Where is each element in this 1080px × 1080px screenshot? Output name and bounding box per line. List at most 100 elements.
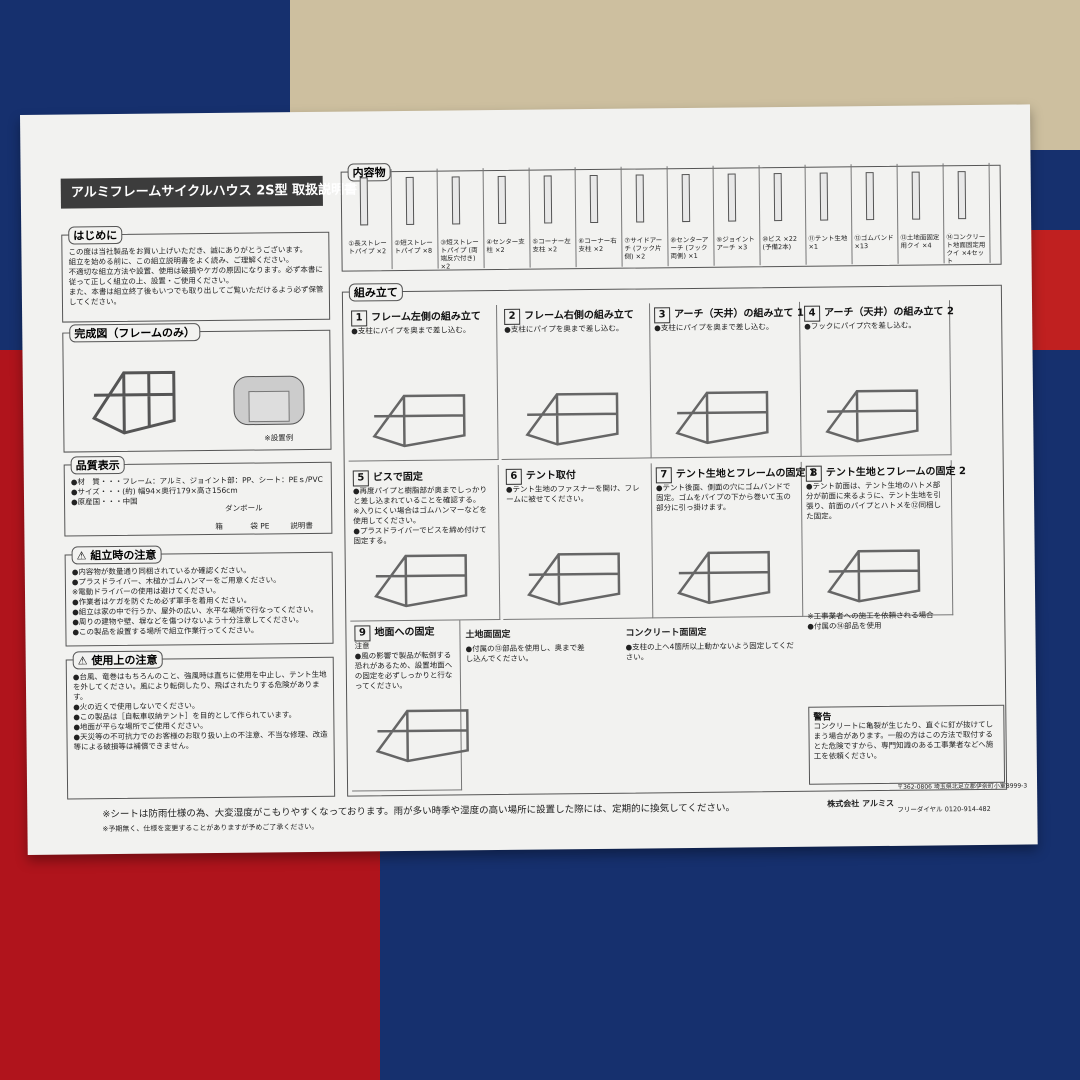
step-illustration (675, 390, 769, 445)
step-number: 9 (354, 625, 371, 642)
part-illustration-icon (727, 173, 737, 222)
step-title-text: フレーム左側の組み立て (371, 311, 481, 324)
quality-text: ●材 質・・・フレーム：アルミ、ジョイント部：PP、シート：PEｓ/PVC ●サ… (70, 474, 323, 507)
part-illustration-icon (359, 177, 369, 226)
part-illustration-icon (773, 173, 783, 222)
recycle-icon-manual: 説明書 (290, 520, 313, 531)
assembly-heading: 組み立て (348, 283, 403, 302)
caution-assembly-title: 組立時の注意 (90, 548, 157, 563)
frame-sketch (825, 389, 919, 443)
instruction-sheet: アルミフレームサイクルハウス 2S型 取扱説明書 はじめに この度は当社製品をお… (20, 104, 1038, 855)
red-mat-right (1030, 230, 1080, 350)
company-address: 〒362-0806 埼玉県北足立郡伊奈町小室8999-3 (897, 782, 1028, 791)
caution-assembly-text: ●内容物が数量通り同梱されているか確認ください。 ●プラスドライバー、木槌かゴム… (71, 565, 319, 637)
part-illustration-icon (681, 173, 691, 223)
quality-panel: 品質表示 ●材 質・・・フレーム：アルミ、ジョイント部：PP、シート：PEｓ/P… (63, 455, 333, 537)
part-label: ③短ストレートパイプ (両端反穴付き) ×2 (440, 238, 479, 271)
frame-sketch (375, 709, 469, 763)
caution-use-heading: ⚠ 使用上の注意 (72, 650, 163, 670)
content-part: ⑥コーナー右支柱 ×2 (575, 166, 623, 268)
part-label: ⑥コーナー右支柱 ×2 (578, 236, 617, 254)
content-part: ⑫ゴムバンド ×13 (851, 163, 899, 265)
part-illustration-icon (957, 171, 967, 220)
part-label: ⑬土地面固定用クイ ×4 (900, 233, 940, 250)
sub-b-label: コンクリート面固定 (625, 627, 707, 639)
step-illustration (374, 554, 468, 608)
frame-sketch (527, 552, 621, 606)
sub-b-text: ●支柱の上へ4箇所以上動かないよう固定してください。 (625, 640, 794, 662)
quality-heading: 品質表示 (70, 455, 125, 475)
step-illustration (372, 394, 466, 448)
step-title-text: ビスで固定 (372, 471, 423, 484)
sub-a-label: 土地面固定 (465, 629, 511, 641)
caution-use-text: ●台風、竜巻はもちろんのこと、強風時は直ちに使用を中止し、テント生地を外してくだ… (72, 669, 328, 752)
step-title-text: アーチ（天井）の組み立て 2 (824, 306, 955, 319)
part-illustration-icon (911, 171, 921, 220)
step-text: ●支柱にパイプを奥まで差し込む。 (504, 323, 624, 334)
contractor-note: ※工事業者への施工を依頼される場合 ●付属の⑭部品を使用 (807, 610, 934, 631)
frame-sketch (827, 549, 921, 603)
part-illustration-icon (497, 175, 507, 224)
intro-heading: はじめに (68, 225, 123, 245)
red-mat-bottom (0, 830, 380, 1080)
content-part: ⑬土地面固定用クイ ×4 (897, 163, 945, 264)
part-label: ⑫ゴムバンド ×13 (854, 233, 896, 251)
step-text: ●テント後面、側面の穴にゴムバンドで固定。ゴムをパイプの下から巻いて玉の部分に引… (655, 481, 791, 513)
part-label: ②短ストレートパイプ ×8 (394, 238, 433, 256)
step-illustration (827, 549, 921, 603)
part-label: ⑧センターアーチ (フック両側) ×1 (670, 235, 709, 261)
warning-text: コンクリートに亀裂が生じたり、直ぐに釘が抜けてしまう場合があります。一般の方はこ… (813, 719, 994, 761)
step-number: 3 (654, 307, 671, 324)
part-illustration-icon (451, 176, 461, 225)
part-label: ①長ストレートパイプ ×2 (348, 239, 387, 256)
frame-sketch (372, 394, 466, 448)
content-part: ⑦サイドアーチ (フック片側) ×2 (621, 166, 669, 267)
part-label: ④センター支柱 ×2 (486, 237, 525, 255)
sub-a-text: ●付属の⑬部品を使用し、奥まで差し込んでください。 (465, 643, 585, 664)
step-illustration (825, 389, 919, 443)
part-illustration-icon (589, 174, 599, 224)
frame-sketch (525, 392, 619, 446)
content-part: ③短ストレートパイプ (両端反穴付き) ×2 (437, 168, 485, 271)
step-title-text: 地面への固定 (374, 626, 435, 639)
content-part: ⑪テント生地 ×1 (805, 164, 853, 265)
frame-sketch (677, 550, 771, 605)
caution-assembly-heading: ⚠ 組立時の注意 (71, 545, 162, 565)
warning-panel: 警告 コンクリートに亀裂が生じたり、直ぐに釘が抜けてしまう場合があります。一般の… (808, 704, 1006, 785)
warning-icon: ⚠ (77, 654, 88, 668)
part-label: ⑨ジョイントアーチ ×3 (716, 235, 755, 252)
step-number: 7 (655, 467, 672, 484)
complete-panel: 完成図（フレームのみ） ※設置例 (62, 323, 332, 453)
content-part: ⑧センターアーチ (フック両側) ×1 (667, 165, 715, 267)
step-text: ●テント前面は、テント生地のハトメ部分が前面に来るように、テント生地を引張り、前… (805, 480, 942, 521)
content-part: ②短ストレートパイプ ×8 (391, 168, 439, 270)
recycle-label: ダンボール (225, 503, 263, 513)
step-number: 1 (351, 310, 368, 327)
step-number: 5 (352, 470, 369, 487)
intro-panel: はじめに この度は当社製品をお買い上げいただき、誠にありがとうございます。 組立… (61, 225, 331, 323)
step-illustration (677, 550, 771, 605)
part-illustration-icon (819, 172, 829, 221)
content-part: ⑭コンクリート地面固定用クイ ×4セット (943, 162, 991, 265)
content-part: ⑨ジョイントアーチ ×3 (713, 165, 761, 266)
complete-caption: ※設置例 (264, 433, 294, 443)
step-number: 8 (805, 465, 822, 482)
step-title-text: テント取付 (525, 470, 576, 482)
step-illustration (525, 392, 619, 446)
content-part: ⑩ビス ×22 (予備2本) (759, 164, 807, 266)
